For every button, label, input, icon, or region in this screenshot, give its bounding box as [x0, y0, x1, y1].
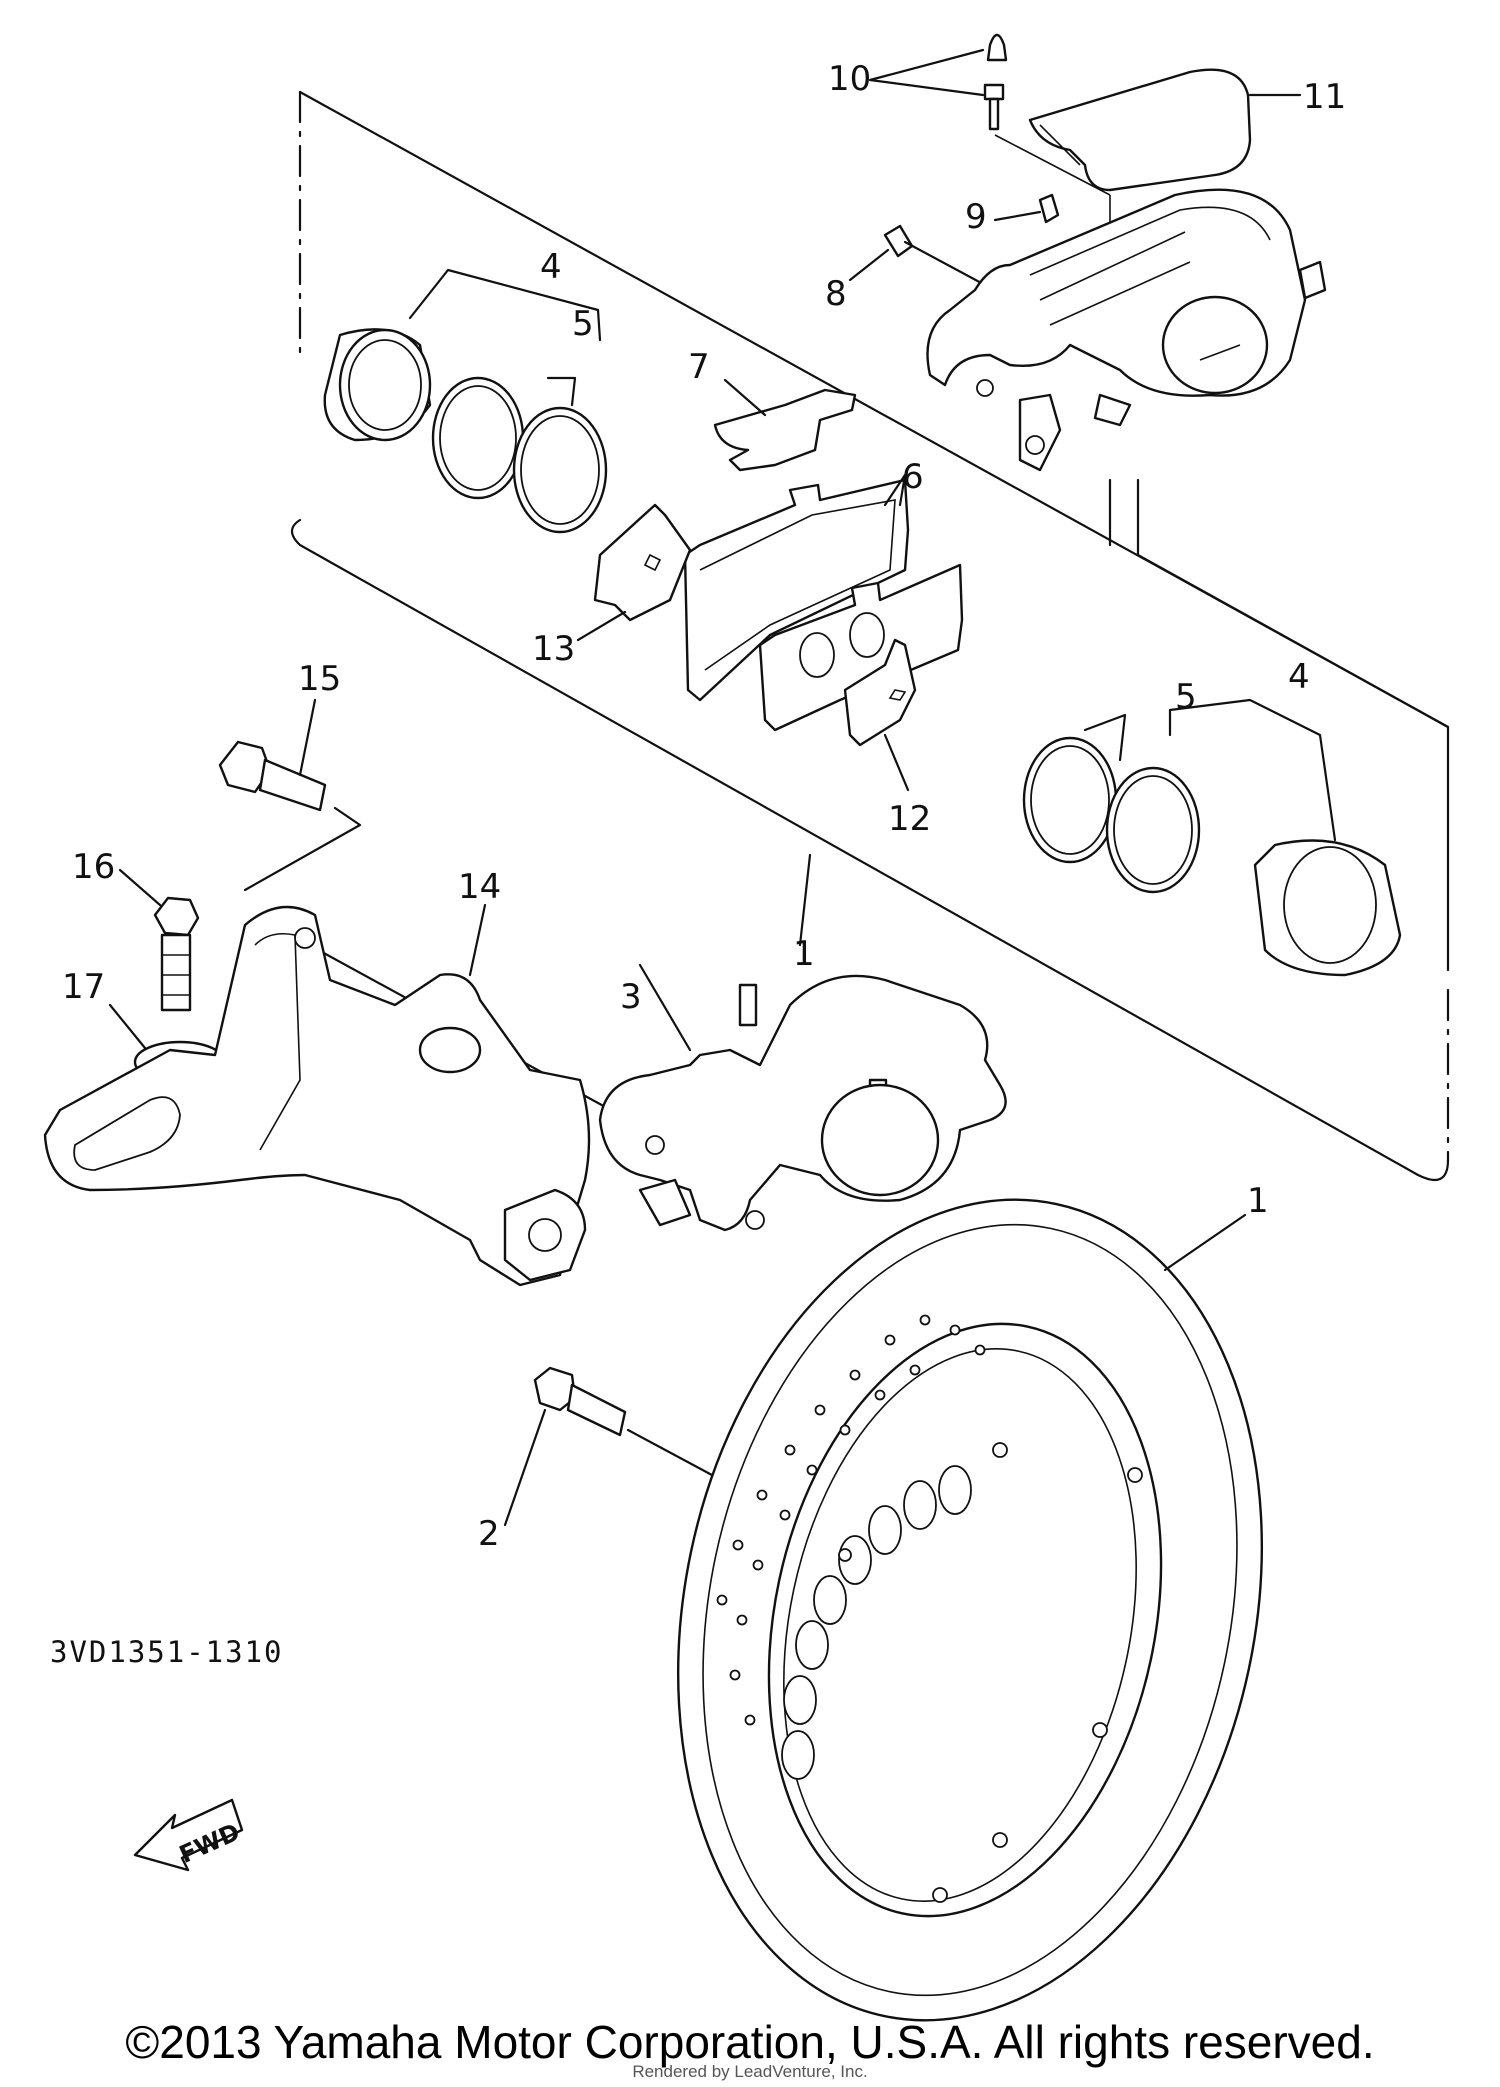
diagram-part-code: 3VD1351-1310 — [50, 1635, 284, 1669]
callout-1-disc: 1 — [1247, 1181, 1269, 1221]
callout-5-lower: 5 — [1175, 677, 1197, 717]
lower-piston-part-4 — [1253, 839, 1402, 977]
upper-piston-part-4 — [323, 328, 432, 442]
callout-7: 7 — [688, 347, 710, 387]
callout-17: 17 — [62, 967, 105, 1007]
upper-caliper-body — [926, 188, 1327, 472]
upper-seals-part-5 — [431, 376, 608, 534]
callout-9: 9 — [965, 197, 987, 237]
callout-2: 2 — [478, 1514, 500, 1554]
caliper-cover-part-11 — [1028, 68, 1302, 192]
callout-11: 11 — [1303, 77, 1346, 117]
disc-bolt-part-2 — [503, 1366, 727, 1527]
bleed-screw-part-10 — [868, 33, 1008, 131]
callout-14: 14 — [458, 867, 501, 907]
lower-callout-leaders — [1083, 698, 1337, 842]
callout-16: 16 — [72, 847, 115, 887]
callout-8: 8 — [825, 274, 847, 314]
callout-15: 15 — [298, 659, 341, 699]
bolt-part-15 — [218, 698, 327, 812]
callout-4-upper: 4 — [540, 247, 562, 287]
shim-part-13 — [576, 503, 692, 642]
callout-13: 13 — [532, 629, 575, 669]
copyright-notice: ©2013 Yamaha Motor Corporation, U.S.A. A… — [125, 2016, 1375, 2068]
caliper-bracket-part-14 — [43, 903, 591, 1287]
bolt-part-16 — [118, 868, 200, 1012]
lower-seals-part-5 — [1022, 736, 1201, 894]
shim-part-12 — [843, 638, 917, 792]
callout-4-lower: 4 — [1288, 657, 1310, 697]
brake-pads-part-6 — [683, 473, 964, 732]
brake-disc-part-1 — [676, 1198, 1264, 2022]
upper-callout-leaders — [408, 268, 602, 407]
fwd-direction-arrow: FWD — [133, 1798, 244, 1872]
pad-pin-part-8 — [848, 224, 987, 287]
callout-5-upper: 5 — [572, 304, 594, 344]
rendered-by-notice: Rendered by LeadVenture, Inc. — [632, 2062, 868, 2081]
callout-6: 6 — [902, 457, 924, 497]
callout-1-caliper-bracket: 1 — [793, 934, 815, 974]
callout-labels: 1 1 2 3 4 4 5 5 6 7 8 9 10 11 12 13 14 1… — [62, 59, 1346, 1554]
assembly-bracket-lines — [290, 90, 1450, 1182]
callout-10: 10 — [828, 59, 871, 99]
pad-spring-part-7 — [713, 378, 857, 472]
callout-12: 12 — [888, 799, 931, 839]
callout-3: 3 — [620, 977, 642, 1017]
lower-caliper-part-3 — [598, 853, 1007, 1232]
